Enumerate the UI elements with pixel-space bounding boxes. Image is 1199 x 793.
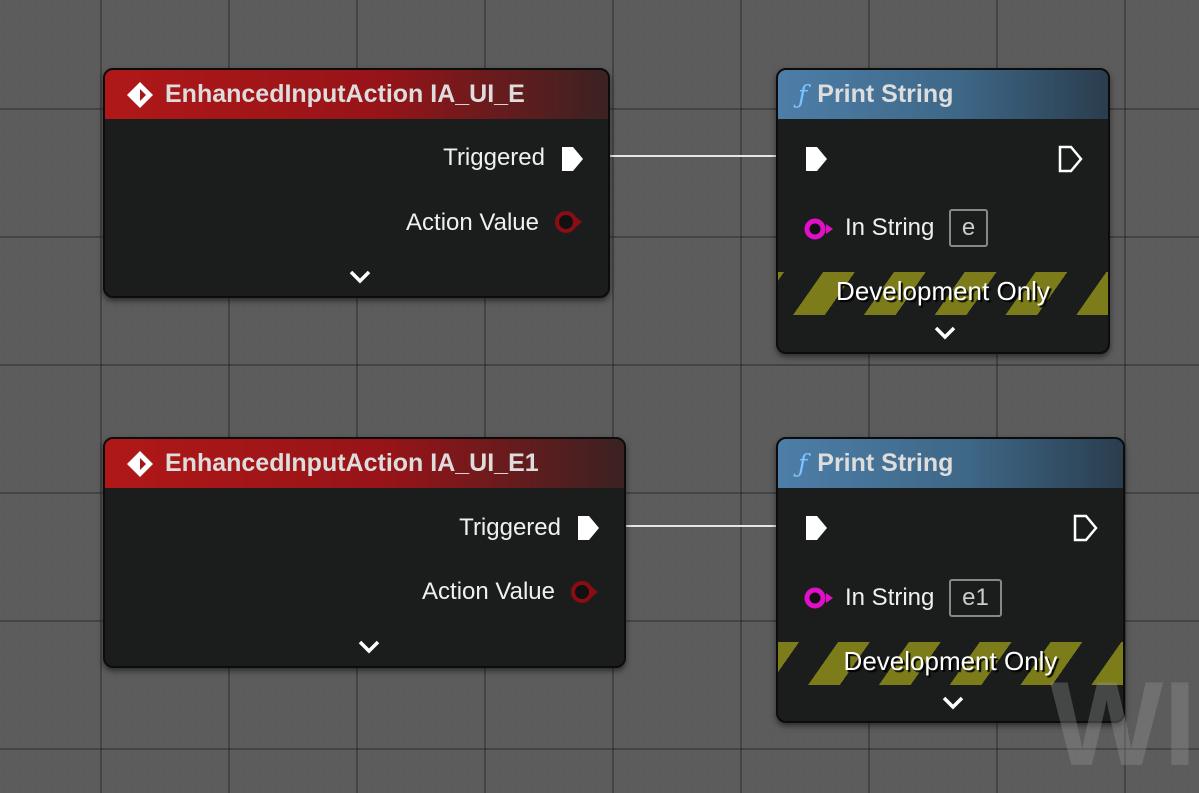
exec-in-pin-icon[interactable] — [803, 145, 829, 173]
chevron-down-icon[interactable] — [934, 326, 956, 340]
print-string-node-1[interactable]: ƒ Print String In String e Development O… — [776, 68, 1110, 354]
node-header: EnhancedInputAction IA_UI_E1 — [105, 439, 624, 488]
triggered-label: Triggered — [459, 514, 561, 541]
print-string-node-2[interactable]: ƒ Print String In String e1 Development … — [776, 437, 1125, 723]
chevron-down-icon[interactable] — [942, 696, 964, 710]
chevron-down-icon[interactable] — [349, 270, 371, 284]
struct-pin-icon[interactable] — [569, 580, 599, 604]
event-diamond-icon — [125, 80, 155, 110]
string-pin-icon[interactable] — [803, 217, 835, 241]
action-value-label: Action Value — [422, 578, 555, 605]
chevron-down-icon[interactable] — [358, 640, 380, 654]
string-pin-icon[interactable] — [803, 586, 835, 610]
in-string-label: In String — [845, 584, 935, 611]
exec-wire-2[interactable] — [598, 525, 804, 527]
development-only-banner: Development Only — [778, 272, 1108, 315]
exec-out-pin-icon[interactable] — [575, 514, 601, 542]
enhanced-input-action-node-2[interactable]: EnhancedInputAction IA_UI_E1 Triggered A… — [103, 437, 626, 668]
in-string-input[interactable]: e1 — [949, 579, 1002, 617]
exec-in-pin-icon[interactable] — [803, 514, 829, 542]
node-title: Print String — [817, 449, 954, 477]
function-icon: ƒ — [798, 449, 808, 478]
watermark: WI — [1050, 657, 1197, 791]
enhanced-input-action-node-1[interactable]: EnhancedInputAction IA_UI_E Triggered Ac… — [103, 68, 610, 298]
triggered-label: Triggered — [443, 144, 545, 171]
node-title: EnhancedInputAction IA_UI_E1 — [165, 449, 539, 477]
exec-out-pin-icon[interactable] — [559, 145, 585, 173]
in-string-label: In String — [845, 214, 935, 241]
exec-out-pin-icon[interactable] — [1072, 514, 1098, 542]
exec-out-pin-icon[interactable] — [1057, 145, 1083, 173]
node-header: ƒ Print String — [778, 70, 1108, 119]
struct-pin-icon[interactable] — [553, 210, 583, 234]
function-icon: ƒ — [798, 80, 808, 109]
development-only-banner: Development Only — [778, 642, 1123, 685]
development-only-label: Development Only — [836, 276, 1050, 306]
node-header: EnhancedInputAction IA_UI_E — [105, 70, 608, 119]
event-diamond-icon — [125, 449, 155, 479]
development-only-label: Development Only — [843, 646, 1058, 676]
in-string-input[interactable]: e — [949, 209, 988, 247]
node-title: Print String — [817, 80, 954, 108]
node-title: EnhancedInputAction IA_UI_E — [165, 80, 525, 108]
action-value-label: Action Value — [406, 209, 539, 236]
exec-wire-1[interactable] — [582, 155, 804, 157]
node-header: ƒ Print String — [778, 439, 1123, 488]
